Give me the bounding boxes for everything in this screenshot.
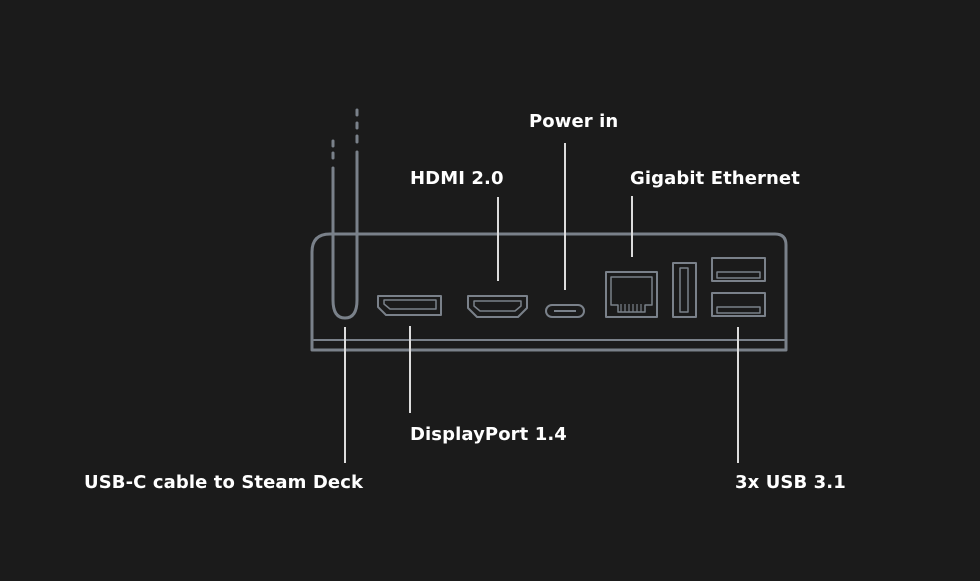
ethernet-label: Gigabit Ethernet xyxy=(630,168,800,189)
hdmi-port-inner xyxy=(473,300,522,312)
usb-c-power-port xyxy=(545,304,585,318)
displayport-label: DisplayPort 1.4 xyxy=(410,424,567,445)
usb-port-vertical xyxy=(672,262,697,318)
dock-body-outline xyxy=(310,232,788,352)
displayport-port-inner xyxy=(383,299,437,310)
hdmi-port xyxy=(467,295,528,318)
usb-label: 3x USB 3.1 xyxy=(735,472,846,493)
usb-port-bottom-inner xyxy=(716,306,761,314)
ethernet-port xyxy=(605,271,658,318)
usb-port-bottom xyxy=(711,292,766,317)
usb-c-cable xyxy=(331,150,359,320)
usb-c-cable-label: USB-C cable to Steam Deck xyxy=(84,472,364,493)
displayport-port xyxy=(377,295,442,316)
ethernet-port-inner xyxy=(610,276,653,313)
usb-port-top xyxy=(711,257,766,282)
usb-port-top-inner xyxy=(716,271,761,279)
usb-port-vertical-inner xyxy=(679,267,689,313)
hdmi-label: HDMI 2.0 xyxy=(410,168,504,189)
power-in-label: Power in xyxy=(529,111,619,132)
